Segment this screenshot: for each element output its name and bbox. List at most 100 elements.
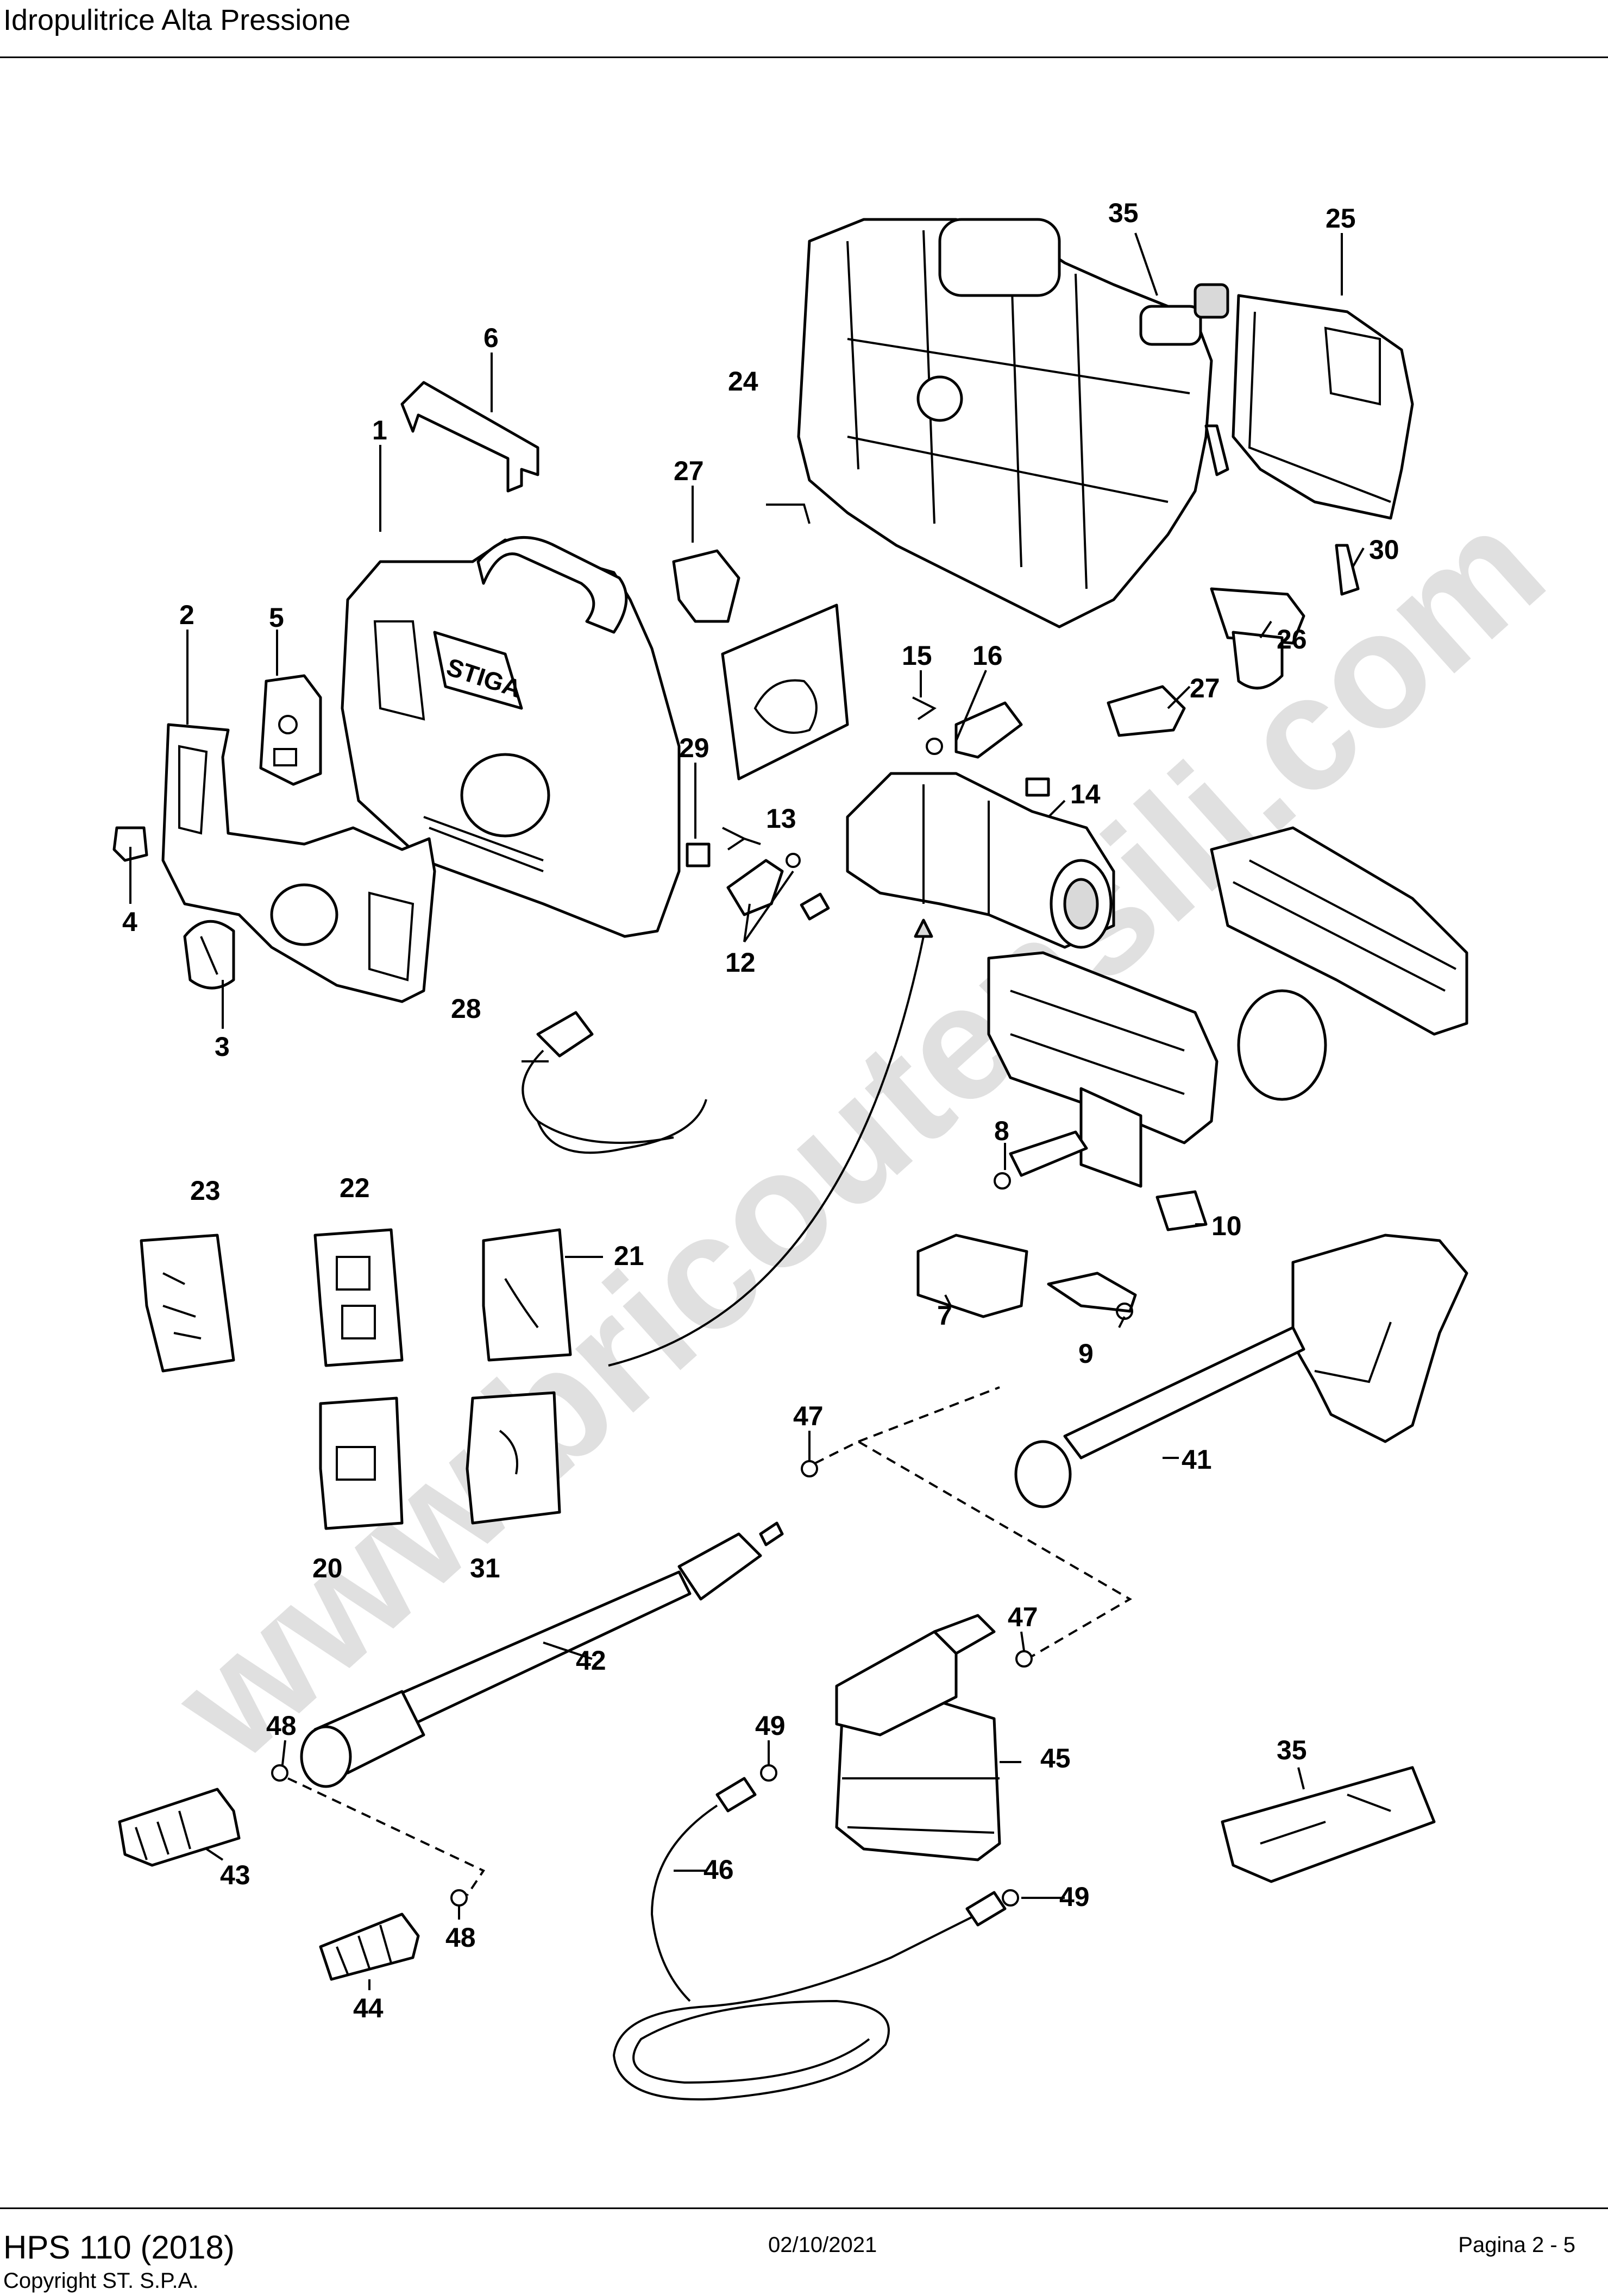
callout-27-right: 27 [1190, 673, 1220, 703]
callout-5: 5 [269, 602, 284, 633]
callout-24: 24 [728, 366, 758, 397]
callout-15: 15 [902, 640, 932, 671]
page-footer: HPS 110 (2018) Copyright ST. S.P.A. 02/1… [0, 2207, 1608, 2296]
o-rings [271, 1460, 1033, 1907]
part-24-handle [938, 218, 1061, 297]
part-47-oring-a [801, 1460, 818, 1477]
footer-date: 02/10/2021 [768, 2233, 877, 2257]
footer-page-number: Pagina 2 - 5 [1458, 2233, 1575, 2257]
callout-29: 29 [679, 733, 709, 763]
part-48-oring-b [450, 1889, 468, 1907]
part-46-hose [612, 1777, 1007, 2100]
part-29-block [686, 842, 711, 867]
callout-14: 14 [1070, 779, 1101, 809]
part-1-front-housing: STIGA [341, 536, 681, 938]
part-13-clip [722, 827, 746, 851]
part-30-clips [1204, 424, 1360, 596]
page-header: Idropulitrice Alta Pressione [0, 0, 1608, 58]
assembly-arrow [608, 919, 933, 1367]
callout-49-right: 49 [1059, 1882, 1090, 1912]
part-26-cup [1210, 587, 1305, 690]
callout-42: 42 [576, 1645, 606, 1676]
dashed-assembly-lines [287, 1386, 1132, 1896]
part-47-oring-b [1015, 1650, 1033, 1668]
callout-26: 26 [1277, 624, 1307, 655]
part-2-front-panel [161, 723, 436, 1003]
part-48-oring-a [271, 1764, 288, 1782]
part-49-oring-a [760, 1764, 777, 1782]
callout-27-left: 27 [674, 456, 704, 486]
callout-47-top: 47 [793, 1401, 824, 1431]
callout-8: 8 [994, 1116, 1009, 1146]
callout-45: 45 [1040, 1743, 1071, 1773]
callout-3: 3 [215, 1031, 230, 1062]
callout-21: 21 [614, 1241, 644, 1271]
part-4-clip [112, 826, 148, 862]
callout-35-bottom: 35 [1277, 1735, 1307, 1765]
part-8-fitting [994, 1130, 1088, 1190]
callout-20: 20 [312, 1553, 343, 1583]
part-35-adapter-top [1139, 283, 1229, 346]
part-15-clip [912, 696, 937, 720]
part-20-bag [319, 1397, 404, 1530]
part-41-gun [1014, 1234, 1468, 1508]
gasket-plate [721, 603, 849, 781]
part-16-fitting [926, 701, 1023, 759]
callout-25: 25 [1326, 203, 1356, 234]
part-27-holder-left [672, 549, 740, 623]
exploded-parts-diagram: www.bricoutensili.com STIGA [0, 56, 1608, 2207]
callout-46: 46 [704, 1854, 734, 1885]
callout-12: 12 [725, 947, 756, 978]
callout-4: 4 [122, 907, 137, 937]
callout-31: 31 [470, 1553, 500, 1583]
part-45-detergent-tank [835, 1614, 1001, 1861]
part-9-cable [1047, 1272, 1137, 1320]
callout-35-top: 35 [1108, 198, 1139, 228]
callout-labels: 1 2 3 4 5 6 7 8 9 10 12 13 14 15 16 20 2… [122, 198, 1399, 2023]
callout-10: 10 [1211, 1211, 1242, 1241]
part-43-nozzle [118, 1788, 241, 1867]
callout-2: 2 [179, 600, 194, 630]
part-44-nozzle [319, 1913, 420, 1981]
callout-23: 23 [190, 1175, 221, 1206]
part-14-pump-motor [846, 772, 1115, 949]
part-24-rear-housing [797, 218, 1213, 628]
part-23-screw-bag [140, 1234, 235, 1373]
callout-43: 43 [220, 1860, 250, 1890]
motor-housing [987, 826, 1468, 1188]
callout-1: 1 [372, 415, 387, 445]
diagram-svg: www.bricoutensili.com STIGA [112, 198, 1577, 2100]
part-25-rear-cover [1232, 294, 1414, 520]
part-35-adapter-bag [1221, 1766, 1436, 1883]
part-5-switch-cover [259, 674, 322, 786]
part-31-bag [466, 1391, 561, 1525]
part-42-lance [300, 1521, 784, 1788]
callout-44: 44 [353, 1993, 384, 2023]
part-7-board [916, 1234, 1028, 1318]
callout-22: 22 [340, 1173, 370, 1203]
callout-49-top: 49 [755, 1710, 786, 1741]
callout-30: 30 [1369, 534, 1399, 565]
footer-copyright: Copyright ST. S.P.A. [3, 2269, 199, 2293]
leader-lines [129, 232, 1365, 1990]
part-22-bag [313, 1228, 404, 1367]
callout-7: 7 [937, 1300, 952, 1331]
callout-13: 13 [766, 803, 796, 834]
callout-48-left: 48 [266, 1710, 297, 1741]
page-title: Idropulitrice Alta Pressione [3, 4, 351, 36]
callout-9: 9 [1078, 1338, 1094, 1369]
callout-48-bottom: 48 [445, 1922, 476, 1953]
footer-model: HPS 110 (2018) [3, 2229, 235, 2266]
part-6-handle-rod [400, 381, 539, 493]
callout-28: 28 [451, 993, 481, 1024]
part-28-power-cord [522, 1011, 707, 1154]
part-49-oring-b [1002, 1889, 1019, 1907]
callout-47-right: 47 [1008, 1602, 1038, 1632]
part-21-bag [482, 1228, 572, 1362]
part-27-holder-right [1107, 685, 1186, 737]
part-12-valve [726, 853, 830, 921]
callout-41: 41 [1182, 1444, 1212, 1475]
part-3-knob [183, 920, 235, 990]
callout-6: 6 [483, 323, 499, 353]
callout-16: 16 [972, 640, 1003, 671]
